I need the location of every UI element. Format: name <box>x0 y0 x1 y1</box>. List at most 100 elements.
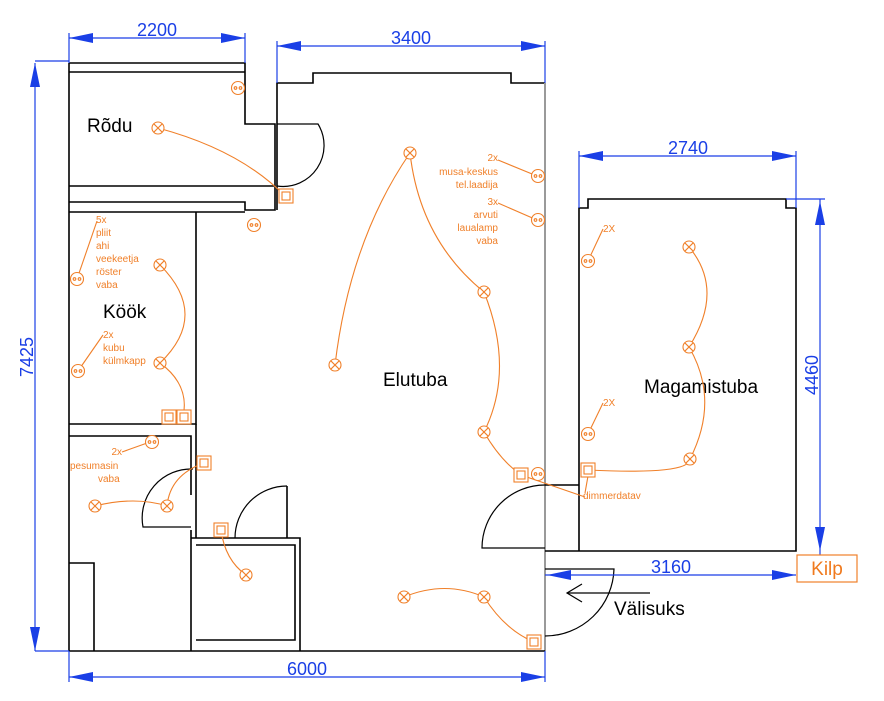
note-living-1-line: tel.laadija <box>456 180 499 191</box>
dim-arrow <box>521 672 545 682</box>
switch-icon[interactable] <box>161 409 177 425</box>
socket-icon[interactable] <box>580 253 596 269</box>
dim-arrow <box>547 570 571 580</box>
light-fixture-icon[interactable] <box>328 358 342 372</box>
socket-pin <box>254 223 259 227</box>
light-cross <box>155 358 165 368</box>
light-cross <box>684 242 694 252</box>
wire <box>157 127 286 197</box>
light-fixture-icon[interactable] <box>477 285 491 299</box>
wire <box>587 458 691 472</box>
socket-icon[interactable] <box>246 217 262 233</box>
switch-inner <box>583 465 593 475</box>
socket-icon[interactable] <box>530 168 546 184</box>
note-living-2-count: 3x <box>487 197 498 208</box>
socket-circle <box>246 217 262 233</box>
light-fixture-icon[interactable] <box>153 258 167 272</box>
light-fixture-icon[interactable] <box>397 590 411 604</box>
door-bathroom[interactable] <box>141 468 194 528</box>
switch-icon[interactable] <box>580 462 596 478</box>
label-entrance: Välisuks <box>614 599 685 620</box>
light-fixture-icon[interactable] <box>683 452 697 466</box>
socket-circle <box>530 466 546 482</box>
socket-icon[interactable] <box>530 212 546 228</box>
light-fixture-icon[interactable] <box>403 146 417 160</box>
note-living-2-line: vaba <box>476 236 498 247</box>
wire <box>94 500 168 507</box>
socket-pin <box>77 277 82 281</box>
door-wc[interactable] <box>234 485 288 539</box>
electrical-panel[interactable]: Kilp <box>796 551 858 583</box>
light-fixture-icon[interactable] <box>682 240 696 254</box>
dim-arrow <box>69 33 93 43</box>
light-cross <box>90 501 100 511</box>
socket-icon[interactable] <box>230 80 246 96</box>
dim-arrow <box>815 527 825 551</box>
door-balcony[interactable] <box>276 123 325 188</box>
note-bath-line: pesumasin <box>70 461 118 472</box>
dim-7425: 7425 <box>17 337 37 377</box>
switch-icon[interactable] <box>176 409 192 425</box>
dim-arrow <box>277 41 301 51</box>
doors[interactable] <box>141 123 650 637</box>
dim-arrow <box>221 33 245 43</box>
light-fixture-icon[interactable] <box>153 356 167 370</box>
note-bedroom-2: 2X <box>603 398 616 409</box>
socket-circle <box>580 253 596 269</box>
note-kitchen-2-line: kubu <box>103 343 125 354</box>
light-cross <box>479 287 489 297</box>
switch-inner <box>529 637 539 647</box>
switch-icon[interactable] <box>196 455 212 471</box>
switch-inner <box>179 412 189 422</box>
light-fixture-icon[interactable] <box>477 425 491 439</box>
socket-icon[interactable] <box>580 426 596 442</box>
wire <box>688 346 706 460</box>
socket-pin <box>583 432 588 436</box>
socket-icon[interactable] <box>70 363 86 379</box>
dimensions: 2200 3400 2740 7425 4460 6000 <box>17 20 825 682</box>
socket-pin <box>533 174 538 178</box>
note-bath-count: 2x <box>111 447 122 458</box>
socket-pin <box>72 277 77 281</box>
socket-pin <box>533 472 538 476</box>
light-fixture-icon[interactable] <box>160 499 174 513</box>
socket-icon[interactable] <box>144 434 160 450</box>
socket-circle <box>530 168 546 184</box>
switch-icon[interactable] <box>526 634 542 650</box>
light-cross <box>405 148 415 158</box>
wall-living-top <box>276 72 545 210</box>
wire <box>409 152 485 293</box>
light-fixture-icon[interactable] <box>151 121 165 135</box>
light-cross <box>155 260 165 270</box>
dim-3160: 3160 <box>651 557 691 577</box>
room-label-kitchen: Köök <box>103 302 147 323</box>
note-kitchen-2-count: 2x <box>103 330 114 341</box>
wall-bath-cab <box>69 562 95 651</box>
notes: 2x musa-keskus tel.laadija 3x arvuti lau… <box>70 153 641 502</box>
door-entrance[interactable] <box>544 568 615 637</box>
light-fixture-icon[interactable] <box>477 590 491 604</box>
light-fixture-icon[interactable] <box>682 340 696 354</box>
light-cross <box>479 427 489 437</box>
room-label-living: Elutuba <box>383 370 448 391</box>
socket-icon[interactable] <box>530 466 546 482</box>
light-fixture-icon[interactable] <box>239 568 253 582</box>
socket-pin <box>238 86 243 90</box>
socket-pin <box>73 369 78 373</box>
switch-icon[interactable] <box>213 522 229 538</box>
light-fixture-icon[interactable] <box>88 499 102 513</box>
note-dimmer: dimmerdatav <box>583 491 641 502</box>
wall-wc-inner <box>196 544 296 641</box>
switch-icon[interactable] <box>278 188 294 204</box>
socket-circle <box>230 80 246 96</box>
panel-box[interactable] <box>796 554 858 583</box>
switch-icon[interactable] <box>513 467 529 483</box>
dim-arrow <box>579 151 603 161</box>
dim-arrow <box>30 627 40 651</box>
socket-pin <box>249 223 254 227</box>
door-bedroom-hall[interactable] <box>481 484 546 549</box>
room-label-bedroom: Magamistuba <box>644 377 758 398</box>
socket-icon[interactable] <box>69 271 85 287</box>
electrical-symbols <box>69 80 697 650</box>
socket-pin <box>147 440 152 444</box>
